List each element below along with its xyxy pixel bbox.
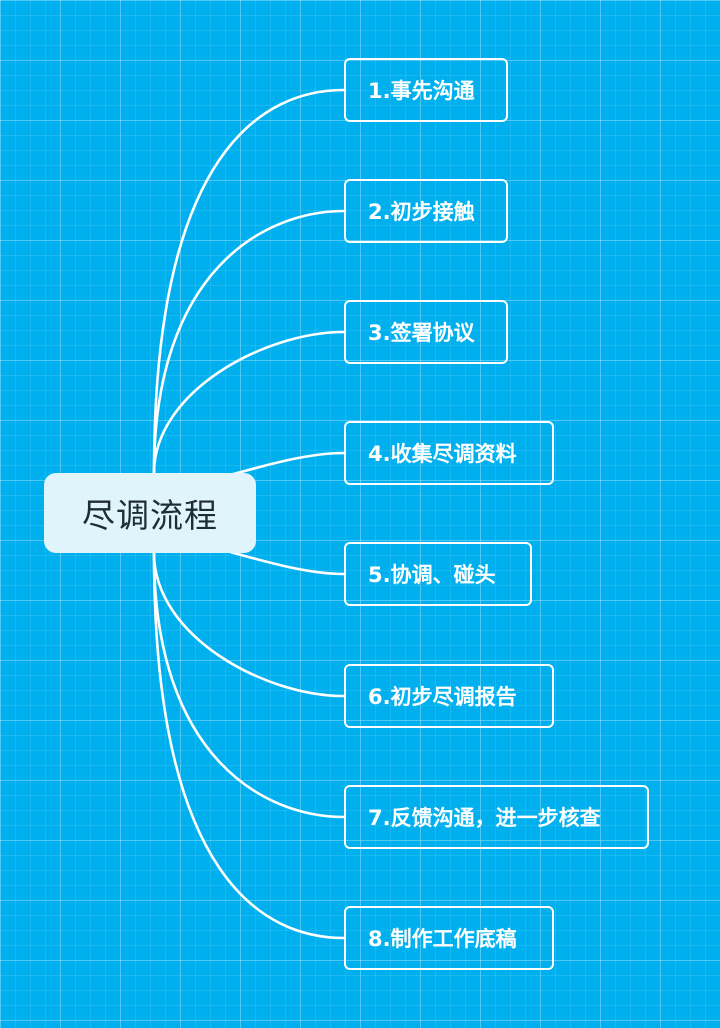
- root-topic[interactable]: 尽调流程: [44, 473, 256, 553]
- branch-topic-label: 5.协调、碰头: [368, 563, 496, 587]
- branch-topic-2[interactable]: 2.初步接触: [344, 179, 508, 243]
- branch-topic-3[interactable]: 3.签署协议: [344, 300, 508, 364]
- connector-line-8: [152, 551, 346, 940]
- branch-topic-4[interactable]: 4.收集尽调资料: [344, 421, 554, 485]
- connector-line-3: [152, 330, 346, 475]
- branch-topic-6[interactable]: 6.初步尽调报告: [344, 664, 554, 728]
- connector-line-1: [152, 88, 346, 475]
- root-topic-label: 尽调流程: [82, 496, 218, 535]
- branch-topic-label: 1.事先沟通: [368, 79, 475, 103]
- branch-topic-label: 2.初步接触: [368, 200, 475, 224]
- connector-line-2: [152, 209, 346, 475]
- connector-line-7: [152, 551, 346, 819]
- branch-topic-8[interactable]: 8.制作工作底稿: [344, 906, 554, 970]
- connector-line-6: [152, 551, 346, 698]
- branch-topic-7[interactable]: 7.反馈沟通，进一步核查: [344, 785, 649, 849]
- branch-topic-1[interactable]: 1.事先沟通: [344, 58, 508, 122]
- branch-topic-label: 7.反馈沟通，进一步核查: [368, 806, 601, 830]
- branch-topic-label: 6.初步尽调报告: [368, 685, 517, 709]
- branch-topic-label: 3.签署协议: [368, 321, 475, 345]
- branch-topic-label: 4.收集尽调资料: [368, 442, 517, 466]
- branch-topic-label: 8.制作工作底稿: [368, 927, 517, 951]
- branch-topic-5[interactable]: 5.协调、碰头: [344, 542, 532, 606]
